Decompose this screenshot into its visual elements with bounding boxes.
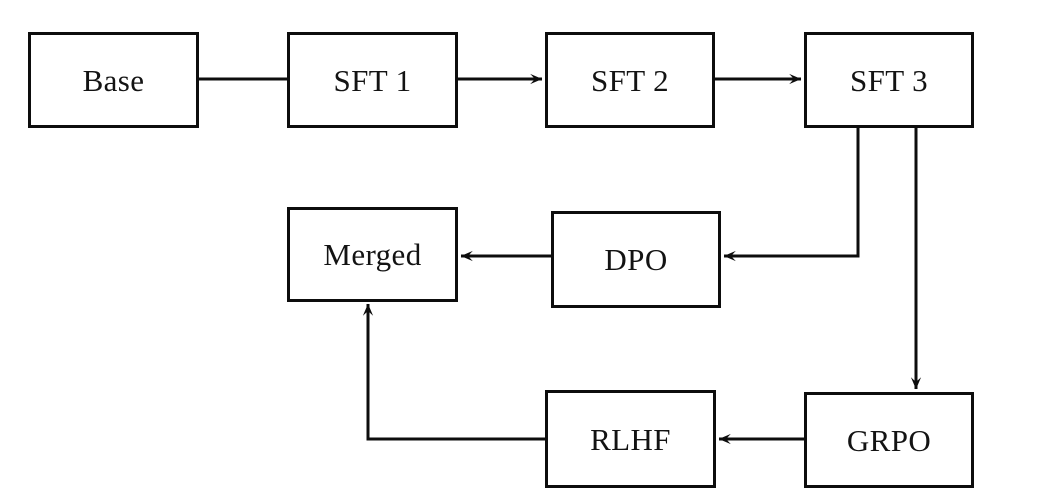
node-sft3[interactable]: SFT 3 [804, 32, 974, 128]
node-merged-label: Merged [323, 237, 422, 272]
node-rlhf[interactable]: RLHF [545, 390, 716, 488]
node-sft2[interactable]: SFT 2 [545, 32, 715, 128]
node-base[interactable]: Base [28, 32, 199, 128]
edge-rlhf-to-merged [362, 303, 545, 441]
node-grpo-label: GRPO [846, 422, 932, 458]
node-dpo[interactable]: DPO [551, 211, 721, 308]
node-sft3-label: SFT 3 [849, 62, 929, 98]
node-grpo[interactable]: GRPO [804, 392, 974, 488]
node-base-label: Base [82, 62, 145, 98]
node-sft1[interactable]: SFT 1 [287, 32, 458, 128]
node-sft2-label: SFT 2 [590, 62, 670, 98]
node-sft1-label: SFT 1 [333, 62, 412, 98]
edge-sft3-to-dpo [723, 128, 860, 262]
node-rlhf-label: RLHF [590, 421, 671, 457]
node-dpo-label: DPO [604, 242, 668, 277]
node-merged[interactable]: Merged [287, 207, 458, 302]
